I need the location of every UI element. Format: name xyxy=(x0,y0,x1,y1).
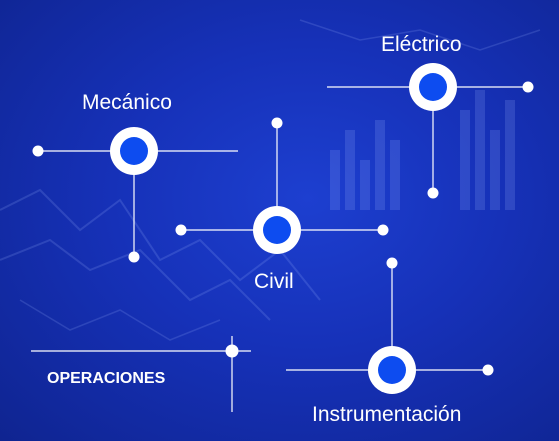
node-civil xyxy=(253,206,301,254)
mecanico-left-dot xyxy=(32,145,44,157)
label-civil: Civil xyxy=(254,270,294,293)
electrico-bottom-dot xyxy=(427,187,439,199)
node-electrico xyxy=(409,63,457,111)
background-chart-decoration xyxy=(0,19,541,341)
label-instrumentacion: Instrumentación xyxy=(312,403,462,426)
label-mecanico: Mecánico xyxy=(82,91,172,114)
civil-right-dot xyxy=(377,224,389,236)
label-electrico: Eléctrico xyxy=(381,33,462,56)
endpoint-dots xyxy=(32,81,534,376)
mecanico-bottom-dot xyxy=(128,251,140,263)
oper-dot xyxy=(225,344,239,358)
node-mecanico xyxy=(110,127,158,175)
civil-top-dot xyxy=(271,117,283,129)
instr-right-dot xyxy=(482,364,494,376)
section-title-operaciones: OPERACIONES xyxy=(47,370,166,387)
civil-left-dot xyxy=(175,224,187,236)
electrico-right-dot xyxy=(522,81,534,93)
instr-top-dot xyxy=(386,257,398,269)
node-instrumentacion xyxy=(368,346,416,394)
